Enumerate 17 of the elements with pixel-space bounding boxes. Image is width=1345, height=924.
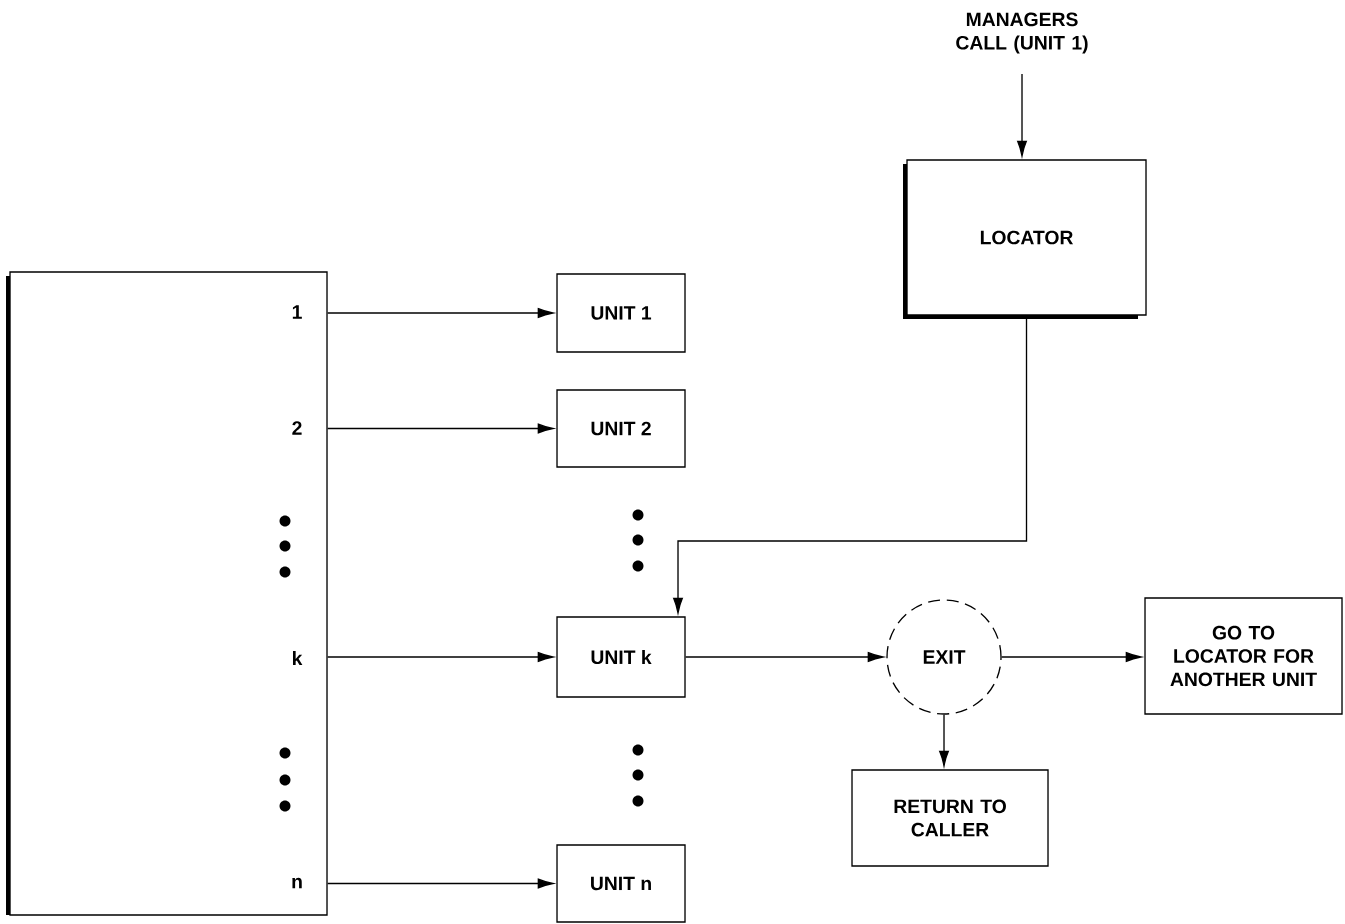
action-box: GO TO LOCATOR FOR ANOTHER UNIT <box>1144 597 1343 715</box>
arrow <box>685 652 884 662</box>
unit-box: UNIT n <box>556 844 686 923</box>
unit-box: UNIT 2 <box>556 389 686 468</box>
arrow <box>939 714 949 767</box>
arrow <box>1017 73 1027 157</box>
table-box: 1 2 k n <box>6 271 328 916</box>
unit-box: UNIT 1 <box>556 273 686 353</box>
arrow <box>327 878 554 889</box>
action-box: RETURN TO CALLER <box>851 769 1049 867</box>
arrow <box>327 652 554 662</box>
unit-box: UNIT k <box>556 616 686 698</box>
locator-box: LOCATOR <box>903 159 1147 319</box>
arrow <box>327 423 554 434</box>
arrow <box>327 308 554 318</box>
arrow <box>1001 652 1142 662</box>
call-label: MANAGERS CALL (UNIT 1) <box>956 12 1088 54</box>
